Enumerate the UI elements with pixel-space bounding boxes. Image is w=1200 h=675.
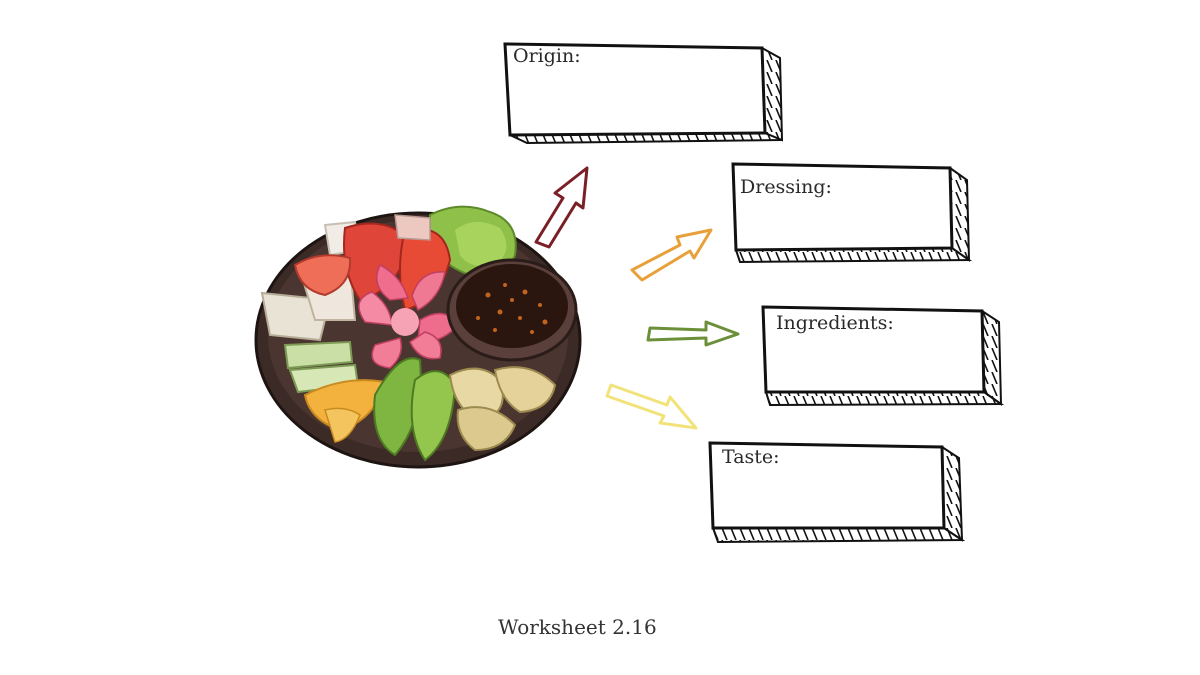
ingredients-box[interactable]	[761, 305, 1005, 407]
worksheet-caption: Worksheet 2.16	[498, 615, 657, 639]
taste-box[interactable]	[708, 441, 966, 544]
arrow-to-taste	[605, 383, 698, 430]
origin-label: Origin:	[513, 45, 581, 67]
dressing-box[interactable]	[731, 162, 973, 264]
origin-box[interactable]	[503, 42, 784, 145]
taste-label: Taste:	[722, 446, 780, 468]
ingredients-label: Ingredients:	[776, 312, 894, 334]
dressing-label: Dressing:	[740, 176, 832, 198]
arrow-to-dressing	[630, 228, 713, 282]
arrow-to-ingredients	[646, 320, 740, 347]
arrow-to-origin	[534, 166, 589, 249]
salad-plate-icon	[254, 205, 582, 469]
